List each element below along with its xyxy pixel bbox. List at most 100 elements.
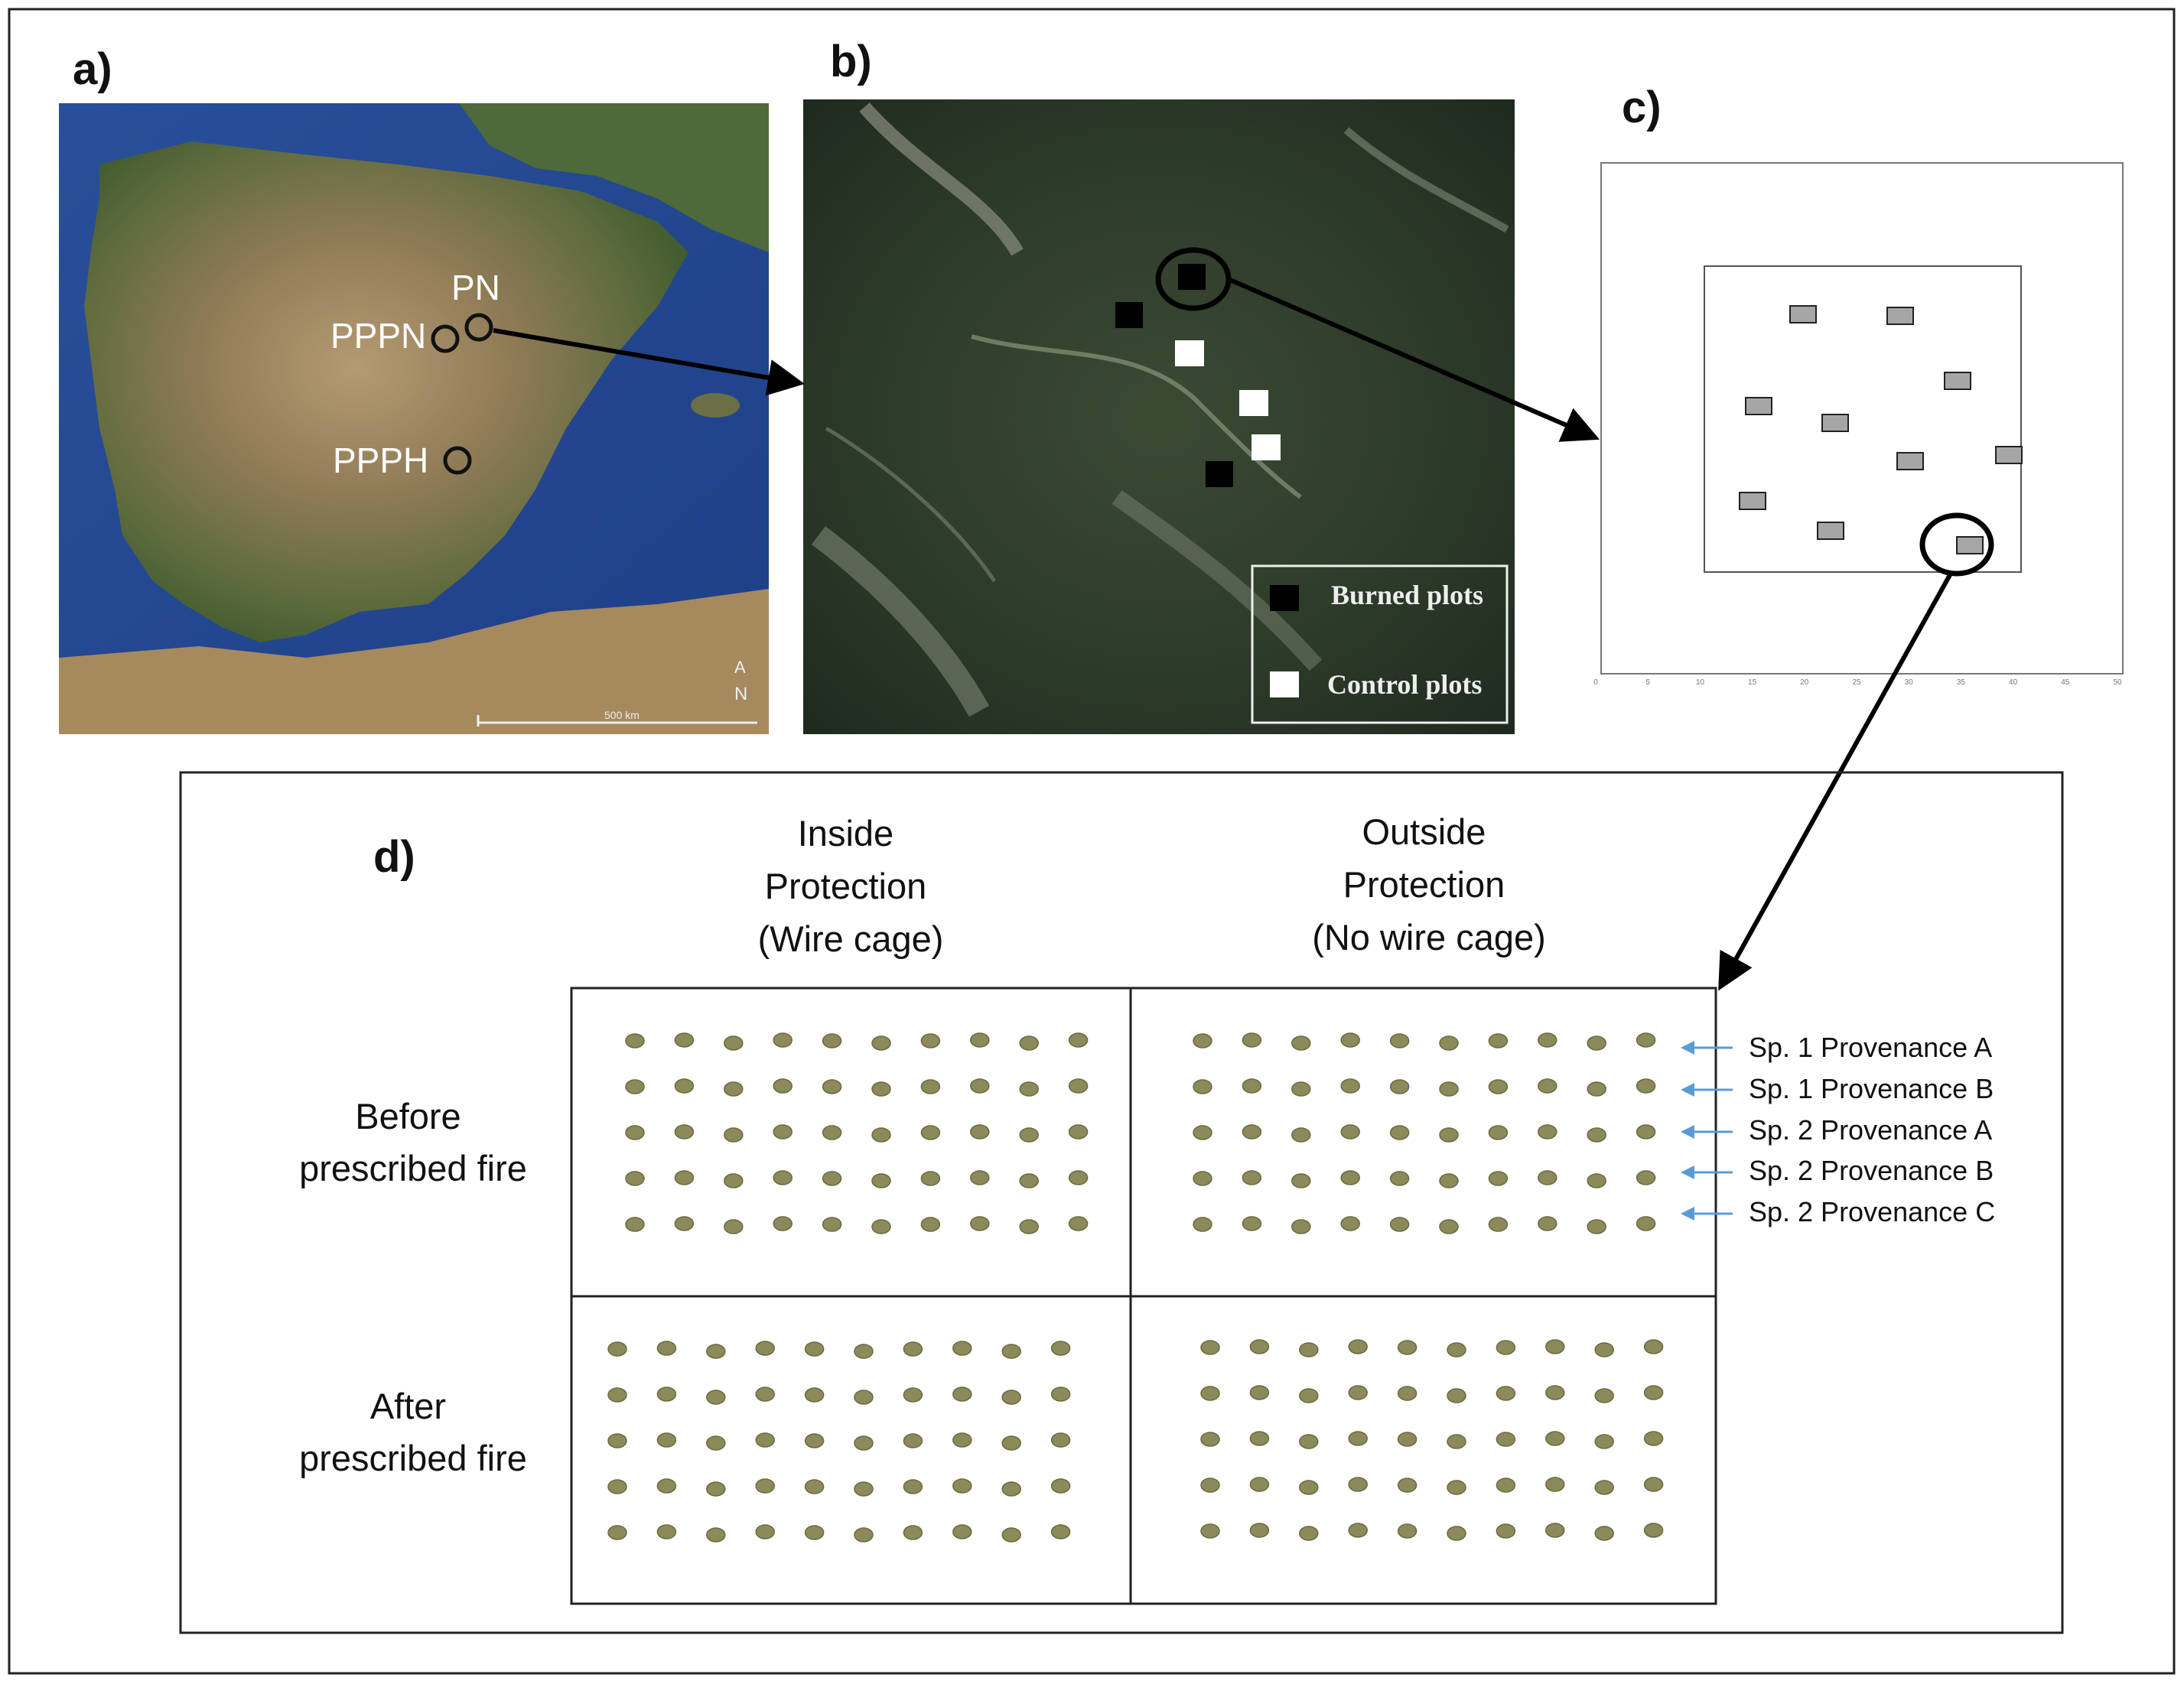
seedling-dot — [1389, 1033, 1410, 1048]
burned-plot-2 — [1115, 302, 1143, 328]
axis-tick-35: 35 — [1957, 678, 1966, 687]
selected-plot-circle — [1155, 247, 1232, 311]
seedling-dot — [724, 1035, 744, 1051]
col-inside-line-2: Protection — [765, 866, 927, 906]
seedling-dot — [1439, 1081, 1459, 1097]
seedling-dot — [1636, 1216, 1656, 1231]
seedling-dot — [1488, 1125, 1509, 1140]
seedling-dot — [1496, 1386, 1516, 1401]
seedling-dot — [1249, 1385, 1270, 1400]
seedling-dot — [1299, 1480, 1319, 1495]
seedling-dot — [625, 1125, 645, 1140]
seedling-dot — [903, 1433, 923, 1448]
seedling-dot — [1488, 1217, 1509, 1232]
seedling-dot — [656, 1478, 677, 1494]
seedling-dot — [1291, 1127, 1311, 1143]
seedling-dot — [1439, 1127, 1459, 1143]
subplot-group — [1739, 305, 2023, 554]
seedling-dot — [1439, 1035, 1459, 1051]
seedling-dot — [854, 1390, 874, 1405]
seedling-dot — [607, 1525, 627, 1540]
seedling-dot — [1019, 1081, 1039, 1097]
seedling-dot — [1291, 1219, 1311, 1234]
seedling-dot — [674, 1032, 695, 1048]
aerial-rock-2 — [1343, 127, 1509, 233]
seedling-dot — [1545, 1385, 1565, 1400]
arrow-plot-to-design — [1718, 572, 1953, 991]
seedling-dot — [1068, 1216, 1089, 1231]
aerial-trail-1 — [859, 102, 1024, 256]
row-after-line-2: prescribed fire — [299, 1438, 527, 1478]
provenance-labels: Sp. 1 Provenance A Sp. 1 Provenance B Sp… — [1749, 1032, 1995, 1227]
seedling-dot — [1019, 1035, 1039, 1051]
seedling-dot — [1340, 1216, 1360, 1231]
seedling-dot — [822, 1125, 842, 1140]
seedling-dot — [1299, 1434, 1319, 1449]
seedling-dot — [952, 1432, 972, 1448]
seedling-dot — [1068, 1124, 1089, 1139]
seedling-grid — [607, 1032, 1664, 1543]
col-outside-line-2: Protection — [1343, 864, 1505, 905]
seedling-dot — [1200, 1478, 1220, 1493]
seedling-dot — [724, 1219, 744, 1234]
aerial-panel: Burned plots Control plots — [803, 99, 1515, 734]
panel-c-label: c) — [1622, 83, 1662, 132]
seedling-dot — [804, 1387, 825, 1403]
map-panel: PN PPPN PPPH 500 km A N — [59, 103, 769, 734]
site-label-pn: PN — [451, 268, 500, 307]
seedling-dot — [822, 1033, 842, 1048]
seedling-dot — [970, 1216, 990, 1231]
map-land-north — [459, 103, 769, 252]
seedling-dot — [1587, 1173, 1606, 1188]
seedling-dot — [1019, 1127, 1039, 1143]
seedling-dot — [903, 1387, 923, 1403]
col-outside-line-3: (No wire cage) — [1312, 917, 1546, 957]
seedling-dot — [1291, 1035, 1311, 1051]
seedling-dot — [1538, 1032, 1557, 1048]
seedling-dot — [1496, 1432, 1516, 1447]
map-land-africa — [59, 589, 769, 734]
seedling-dot — [1050, 1524, 1071, 1539]
seedling-dot — [871, 1081, 891, 1097]
seedling-dot — [1242, 1078, 1262, 1094]
seedling-dot — [822, 1171, 842, 1186]
seedling-dot — [724, 1127, 744, 1143]
seedling-dot — [1068, 1078, 1089, 1094]
seedling-dot — [724, 1081, 744, 1097]
site-marker-ppph — [443, 446, 472, 475]
seedling-dot — [1447, 1526, 1466, 1541]
seedling-dot — [1242, 1124, 1262, 1139]
seedling-dot — [1050, 1387, 1071, 1402]
plot-inner-square — [1704, 265, 2022, 573]
seedling-dot — [1587, 1035, 1606, 1051]
seedling-dot — [1538, 1124, 1557, 1139]
seedling-dot — [1291, 1081, 1311, 1097]
control-plot-1 — [1175, 340, 1204, 366]
legend-burned-label: Burned plots — [1331, 580, 1483, 610]
figure-frame — [8, 8, 2176, 1675]
seedling-dot — [773, 1032, 793, 1048]
axis-tick-5: 5 — [1645, 678, 1650, 687]
subplot-6 — [1896, 452, 1924, 470]
seedling-dot — [970, 1124, 990, 1139]
seedling-dot — [903, 1341, 923, 1357]
burned-plot-3 — [1206, 461, 1233, 487]
seedling-dot — [656, 1341, 677, 1356]
seedling-dot — [1389, 1079, 1410, 1094]
seedling-dot — [1389, 1171, 1410, 1186]
seedling-dot — [1389, 1217, 1410, 1232]
seedling-dot — [1068, 1032, 1089, 1048]
seedling-dot — [952, 1387, 972, 1402]
seedling-dot — [674, 1216, 695, 1231]
seedling-dot — [1348, 1477, 1368, 1492]
seedling-dot — [656, 1432, 677, 1448]
row-header-before: Before prescribed fire — [299, 1096, 527, 1188]
map-compass-mark: A — [734, 658, 746, 677]
seedling-dot — [607, 1433, 627, 1448]
subplot-9 — [1817, 522, 1844, 540]
seedling-dot — [920, 1125, 941, 1140]
seedling-dot — [1643, 1431, 1664, 1446]
seedling-dot — [1200, 1386, 1220, 1401]
col-outside-line-1: Outside — [1362, 811, 1486, 852]
seedling-dot — [1643, 1523, 1664, 1538]
